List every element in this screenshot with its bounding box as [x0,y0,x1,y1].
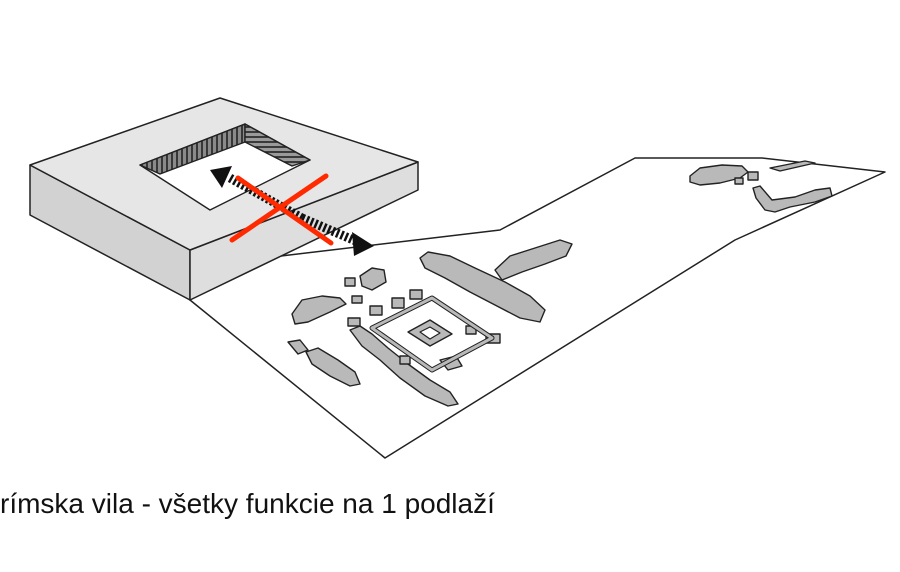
double-arrow-icon [210,166,374,256]
ruins-far-group [689,160,833,213]
cross-mark-icon [229,173,334,246]
diagram-caption: rímska vila - všetky funkcie na 1 podlaž… [0,488,495,519]
ruins-courtyard [369,295,495,373]
ruins-villa-foundations [287,239,573,407]
atrium-opening [139,123,311,211]
axonometric-diagram [29,97,886,459]
